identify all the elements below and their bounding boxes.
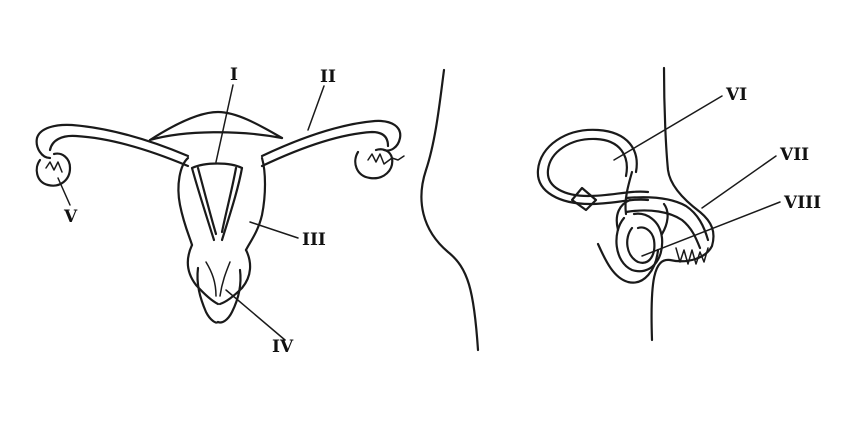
- right-fimbriae: [367, 153, 405, 165]
- label-ii: II: [320, 67, 336, 87]
- uterine-cavity-left-lining-2: [196, 166, 218, 236]
- vagina-right: [216, 268, 242, 324]
- uterus-left-wall: [177, 156, 194, 247]
- body-front-outline: [650, 66, 715, 342]
- right-ovary: [354, 148, 394, 180]
- label-i: I: [230, 65, 238, 85]
- label-viii: VIII: [783, 193, 821, 213]
- vas-deferens-inner: [546, 137, 650, 198]
- uterus-right-wall: [244, 156, 267, 252]
- label-iii: III: [302, 230, 326, 250]
- seminal-vesicle: [570, 186, 598, 212]
- left-fallopian-tube: [35, 123, 190, 160]
- label-vii: VII: [779, 145, 809, 165]
- female-reproductive-system: [35, 110, 405, 324]
- leader-line-ii: [307, 85, 325, 131]
- leader-line-iii: [249, 221, 299, 239]
- leader-line-iv: [225, 289, 286, 341]
- leader-line-vi: [613, 95, 723, 161]
- left-fimbriae: [45, 161, 63, 173]
- body-back-outline: [420, 68, 480, 352]
- vas-deferens-outer: [536, 128, 650, 206]
- left-ovary: [35, 152, 72, 187]
- label-iv: IV: [272, 337, 294, 357]
- leader-line-viii: [641, 201, 781, 257]
- testis-outer: [615, 212, 664, 273]
- cervix-inner: [205, 261, 231, 297]
- uterus-fundus: [148, 131, 284, 142]
- male-reproductive-system: [420, 66, 715, 352]
- leader-line-i: [215, 84, 234, 163]
- right-fallopian-tube-inner: [260, 130, 390, 168]
- epididymis: [615, 198, 669, 236]
- ejaculatory-duct: [624, 170, 634, 216]
- uterine-cavity-left-lining: [190, 166, 216, 242]
- urethra-lower: [624, 209, 702, 250]
- uterus-outer-wall: [148, 110, 284, 142]
- label-vi: VI: [725, 85, 747, 105]
- testis-inner: [626, 226, 656, 264]
- left-fallopian-tube-inner: [48, 134, 190, 168]
- vagina-left: [196, 266, 220, 324]
- uterine-cavity-top: [190, 162, 244, 170]
- urethra-upper: [624, 196, 710, 242]
- right-fallopian-tube: [260, 119, 402, 158]
- cervix-outer: [186, 243, 220, 306]
- label-v: V: [63, 207, 78, 227]
- leader-line-vii: [701, 155, 777, 209]
- cervix-outer-right: [218, 248, 252, 306]
- uterine-cavity-right-lining-2: [220, 166, 238, 234]
- glans-penis: [675, 247, 709, 265]
- leader-line-v: [57, 177, 71, 206]
- uterine-cavity-right-lining: [220, 166, 244, 242]
